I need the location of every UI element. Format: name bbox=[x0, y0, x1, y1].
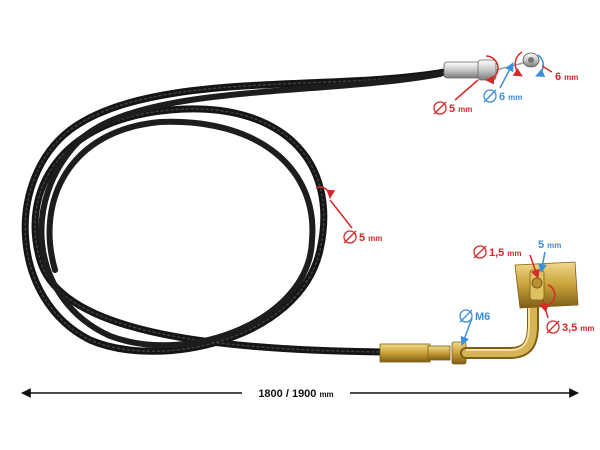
bottom-end-fitting bbox=[379, 261, 579, 365]
diameter-icon bbox=[343, 89, 560, 334]
top-end-fitting bbox=[443, 52, 540, 81]
callout-thread-label: M6 bbox=[475, 311, 490, 323]
callout-markers bbox=[315, 51, 556, 346]
cable-housing bbox=[21, 68, 449, 356]
